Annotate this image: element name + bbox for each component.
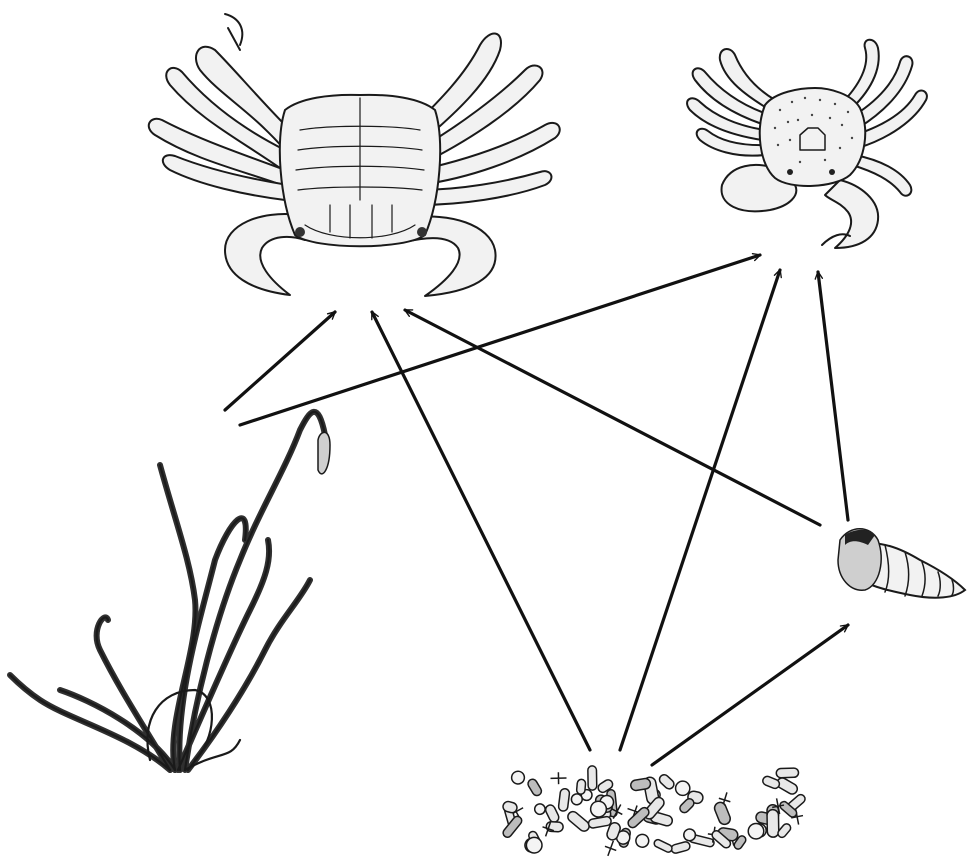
small-crab-icon <box>687 40 927 248</box>
detritus-particle <box>550 772 566 784</box>
detritus-particle <box>675 781 690 796</box>
arrow-seagrass-to-large-crab <box>225 312 335 410</box>
detritus-particle <box>602 839 619 858</box>
arrow-detritus-to-small-crab <box>620 270 780 750</box>
large-crab-icon <box>149 14 560 296</box>
detritus-particle <box>713 801 732 826</box>
arrow-snail-to-large-crab <box>405 310 820 525</box>
detritus-particle <box>634 832 651 849</box>
snail-icon <box>838 529 965 598</box>
detritus-particle <box>558 788 570 811</box>
detritus-particle <box>588 816 612 829</box>
arrow-detritus-to-snail <box>652 625 848 765</box>
arrows <box>225 255 848 765</box>
arrow-snail-to-small-crab <box>818 272 848 520</box>
detritus-particle <box>533 802 546 815</box>
detritus-particle <box>748 823 764 839</box>
detritus-particle <box>576 779 586 794</box>
detritus-particle <box>588 766 597 790</box>
detritus-particle <box>767 810 779 838</box>
detritus-particle <box>523 834 545 856</box>
detritus-particle <box>511 770 526 785</box>
detritus-particle <box>658 773 676 791</box>
detritus-particle <box>776 768 799 778</box>
detritus-particle <box>670 841 691 854</box>
detritus-icon <box>501 766 806 858</box>
detritus-particle <box>566 810 591 834</box>
arrow-seagrass-to-small-crab <box>240 255 760 425</box>
arrow-detritus-to-large-crab <box>372 312 590 750</box>
detritus-particle <box>678 797 696 815</box>
detritus-particle <box>653 838 673 853</box>
seagrass-icon <box>10 412 330 770</box>
detritus-particle <box>526 778 543 798</box>
